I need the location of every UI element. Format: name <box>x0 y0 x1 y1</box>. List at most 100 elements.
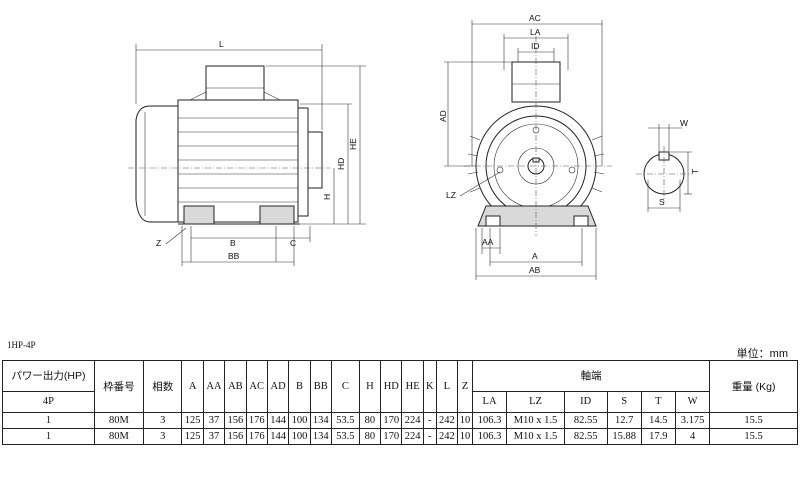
dim-label-B: B <box>230 238 236 248</box>
cell-dim: - <box>422 412 437 429</box>
header-shaft-W: W <box>674 391 711 413</box>
cell-dim: 10 <box>457 428 473 445</box>
dim-label-ID: ID <box>531 41 540 51</box>
table-row: 1 80M 3 125 37 156 176 144 100 134 53.5 … <box>2 412 798 429</box>
cell-dim: 170 <box>380 412 403 429</box>
header-dim-K: K <box>422 360 437 413</box>
cell-dim: 144 <box>266 428 290 445</box>
cell-power: 1 <box>2 428 95 445</box>
cell-shaft: M10 x 1.5 <box>506 428 565 445</box>
series-label: 1HP-4P <box>7 340 36 350</box>
cell-dim: 176 <box>245 412 268 429</box>
cell-shaft: 106.3 <box>471 428 508 445</box>
header-poles: 4P <box>2 391 95 413</box>
dim-label-LZ: LZ <box>446 190 456 200</box>
cell-weight: 15.5 <box>709 412 798 429</box>
cell-weight: 15.5 <box>709 428 798 445</box>
dim-label-S: S <box>659 197 665 207</box>
cell-dim: 156 <box>224 428 247 445</box>
header-dim-L: L <box>435 360 459 413</box>
cell-shaft: 82.55 <box>563 428 608 445</box>
cell-shaft: 82.55 <box>563 412 608 429</box>
cell-dim: 125 <box>181 428 204 445</box>
dim-label-BB: BB <box>228 251 240 261</box>
cell-shaft: 106.3 <box>471 412 508 429</box>
cell-dim: 80 <box>358 412 382 429</box>
cell-phase: 3 <box>143 412 183 429</box>
motor-dimension-drawing: L B C BB Z H HD HE <box>128 13 700 280</box>
header-power: パワー出力(HP) <box>2 360 95 392</box>
cell-power: 1 <box>2 412 95 429</box>
cell-shaft: 4 <box>674 428 711 445</box>
dim-label-AB: AB <box>529 265 541 275</box>
cell-dim: 242 <box>435 412 459 429</box>
cell-shaft: 17.9 <box>640 428 676 445</box>
header-dim-AD: AD <box>266 360 290 413</box>
dim-label-L: L <box>219 39 224 49</box>
header-dim-AC: AC <box>245 360 268 413</box>
cell-dim: 224 <box>401 428 424 445</box>
cell-dim: 144 <box>266 412 290 429</box>
cell-frame: 80M <box>93 412 145 429</box>
table-row: 1 80M 3 125 37 156 176 144 100 134 53.5 … <box>2 428 798 445</box>
spec-table: パワー出力(HP) 枠番号 相数 A AA AB AC AD B BB C H … <box>2 360 798 445</box>
cell-dim: 224 <box>401 412 424 429</box>
cell-dim: 176 <box>245 428 268 445</box>
header-dim-Z: Z <box>457 360 473 413</box>
cell-dim: 100 <box>288 428 311 445</box>
dim-label-HD: HD <box>336 158 346 170</box>
side-view: L B C BB Z H HD HE <box>128 39 366 266</box>
cell-dim: 170 <box>380 428 403 445</box>
cell-frame: 80M <box>93 428 145 445</box>
header-weight: 重量 (Kg) <box>709 360 798 413</box>
dim-label-T: T <box>690 169 700 174</box>
dim-label-H: H <box>322 194 332 200</box>
header-shaft-LZ: LZ <box>506 391 565 413</box>
cell-dim: 37 <box>202 428 226 445</box>
cell-shaft: 15.88 <box>606 428 642 445</box>
cell-dim: 134 <box>309 428 332 445</box>
header-dim-C: C <box>330 360 360 413</box>
cell-dim: 80 <box>358 428 382 445</box>
header-dim-H: H <box>358 360 382 413</box>
cell-dim: 134 <box>309 412 332 429</box>
cell-dim: 53.5 <box>330 428 360 445</box>
dim-label-A: A <box>532 251 538 261</box>
cell-shaft: 3.175 <box>674 412 711 429</box>
header-shaft: 軸端 <box>471 360 711 392</box>
cell-dim: 156 <box>224 412 247 429</box>
dim-label-AC: AC <box>529 13 541 23</box>
dim-label-Z: Z <box>156 238 161 248</box>
header-shaft-LA: LA <box>471 391 508 413</box>
dim-label-AA: AA <box>482 237 494 247</box>
dim-label-HE: HE <box>348 138 358 150</box>
front-view: AC LA ID AD LZ AA A AB <box>438 13 612 280</box>
header-dim-BB: BB <box>309 360 332 413</box>
header-shaft-ID: ID <box>563 391 608 413</box>
cell-shaft: 12.7 <box>606 412 642 429</box>
unit-label: 単位：mm <box>736 348 788 360</box>
header-dim-AB: AB <box>224 360 247 413</box>
header-dim-HD: HD <box>380 360 403 413</box>
header-shaft-T: T <box>640 391 676 413</box>
header-dim-AA: AA <box>202 360 226 413</box>
header-dim-A: A <box>181 360 204 413</box>
cell-phase: 3 <box>143 428 183 445</box>
cell-dim: 10 <box>457 412 473 429</box>
header-dim-HE: HE <box>401 360 424 413</box>
cell-dim: 242 <box>435 428 459 445</box>
cell-dim: 125 <box>181 412 204 429</box>
shaft-key-detail: W T S <box>636 118 700 212</box>
header-dim-B: B <box>288 360 311 413</box>
dim-label-AD: AD <box>438 110 448 122</box>
header-phase: 相数 <box>143 360 183 413</box>
dim-label-W: W <box>680 118 688 128</box>
cell-dim: 100 <box>288 412 311 429</box>
cell-dim: 53.5 <box>330 412 360 429</box>
dim-label-LA: LA <box>530 27 541 37</box>
cell-dim: 37 <box>202 412 226 429</box>
header-shaft-S: S <box>606 391 642 413</box>
cell-shaft: 14.5 <box>640 412 676 429</box>
cell-shaft: M10 x 1.5 <box>506 412 565 429</box>
header-frame: 枠番号 <box>93 360 145 413</box>
